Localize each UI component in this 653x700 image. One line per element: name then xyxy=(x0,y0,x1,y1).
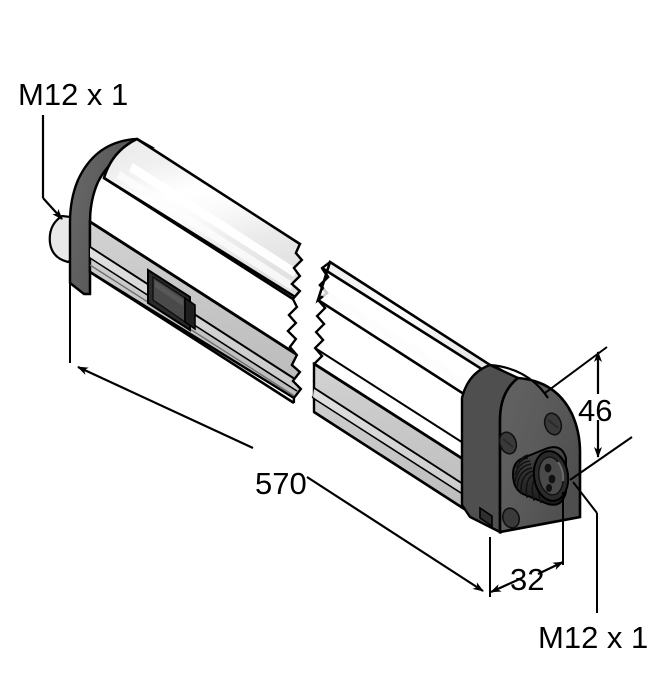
dim-line-570-a xyxy=(77,366,254,449)
lens-highlight-right xyxy=(330,277,500,393)
right-cap-notch xyxy=(479,506,493,528)
dimension-32 xyxy=(490,492,564,594)
leader-left-m12 xyxy=(41,115,63,220)
dimension-46 xyxy=(544,346,633,481)
leader-left-diagonal xyxy=(42,197,63,220)
m12-connector xyxy=(511,446,570,506)
screw-3 xyxy=(501,507,521,529)
dim-line-32-left xyxy=(490,576,523,594)
connector-pin-3 xyxy=(546,484,552,492)
dimension-label-32: 32 xyxy=(510,562,544,597)
screw-1 xyxy=(543,412,563,436)
dimension-570 xyxy=(69,275,491,597)
rocker-switch[interactable] xyxy=(147,268,196,332)
light-bar-assembly xyxy=(48,137,582,535)
dim-line-570-b xyxy=(306,476,484,592)
screw-2 xyxy=(498,431,518,455)
switch-highlight xyxy=(155,281,183,306)
leader-right-diagonal xyxy=(572,481,598,514)
lens-segment-left xyxy=(102,137,304,301)
lens-bottom-edge-left xyxy=(103,176,301,302)
dim-line-32-right xyxy=(537,561,564,575)
switch-side xyxy=(184,296,196,331)
base-bottom-edge-left xyxy=(89,270,295,405)
label-left-m12: M12 x 1 xyxy=(18,77,128,112)
break-line-left-stroke xyxy=(286,243,304,403)
ext-line-46-bottom xyxy=(569,436,633,481)
lens-highlight2-left xyxy=(117,171,294,290)
lens-highlight2-right xyxy=(321,288,498,407)
base-rail-band-right xyxy=(313,389,500,517)
leader-right-m12 xyxy=(572,481,598,613)
connector-pin-2 xyxy=(548,474,556,484)
base-groove-3-left xyxy=(89,264,297,398)
dimension-label-46: 46 xyxy=(578,393,612,428)
connector-face-highlight xyxy=(557,461,565,482)
dimension-label-570: 570 xyxy=(255,466,307,501)
connector-pin-1 xyxy=(544,463,552,473)
label-right-m12: M12 x 1 xyxy=(538,620,648,655)
lens-highlight-left xyxy=(129,163,297,277)
right-cap-top-arc xyxy=(489,363,549,399)
